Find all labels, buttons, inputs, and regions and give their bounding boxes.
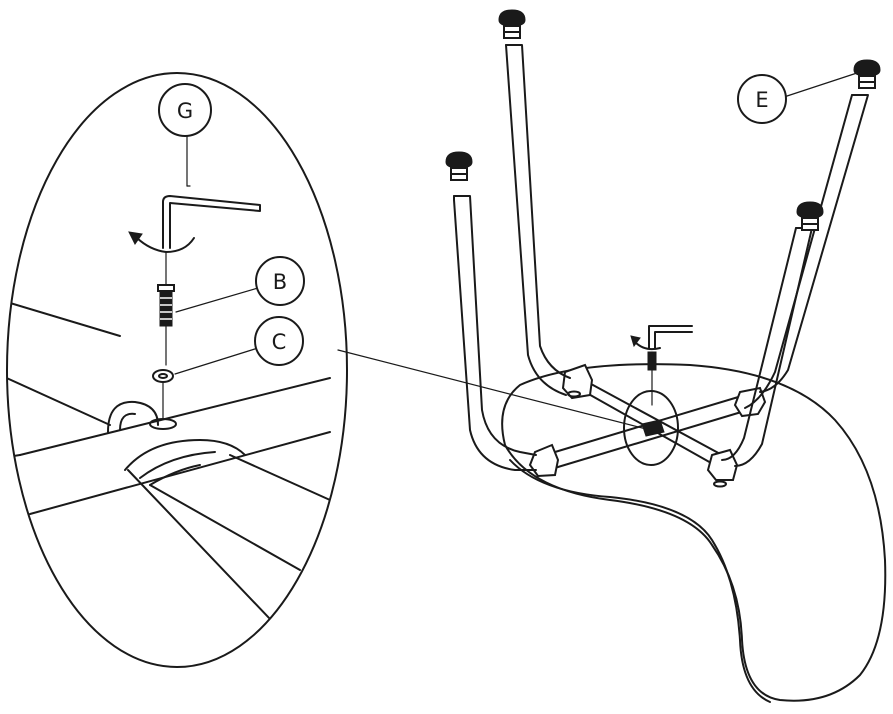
washer-c (152, 347, 259, 383)
detail-bubble (6, 72, 348, 668)
center-allen-key (630, 325, 693, 406)
seat-shell (501, 363, 887, 702)
callout-g-text: G (177, 99, 193, 123)
foot-cap-icon (445, 151, 473, 181)
callout-b-text: B (273, 270, 287, 294)
cross-base (528, 363, 767, 488)
foot-cap-icon (498, 9, 526, 39)
detail-ellipse (6, 72, 348, 668)
foot-cap-icon (853, 59, 881, 89)
legs (453, 44, 869, 471)
rotate-arrow-icon (128, 231, 195, 253)
callout-g: G (158, 83, 212, 137)
bolt-b (157, 284, 259, 327)
allen-key-g (162, 129, 261, 249)
label-e-leader (783, 71, 861, 98)
callout-e-text: E (755, 88, 768, 112)
foot-caps (445, 9, 881, 231)
detail-seat-frame (7, 299, 331, 641)
callout-c-text: C (272, 330, 287, 354)
center-detail-ellipse (623, 390, 679, 466)
detail-leader-line (337, 349, 651, 431)
callout-b: B (255, 256, 305, 306)
callout-e: E (737, 74, 787, 124)
foot-cap-icon (796, 201, 824, 231)
chair (445, 9, 887, 703)
callout-c: C (254, 316, 304, 366)
